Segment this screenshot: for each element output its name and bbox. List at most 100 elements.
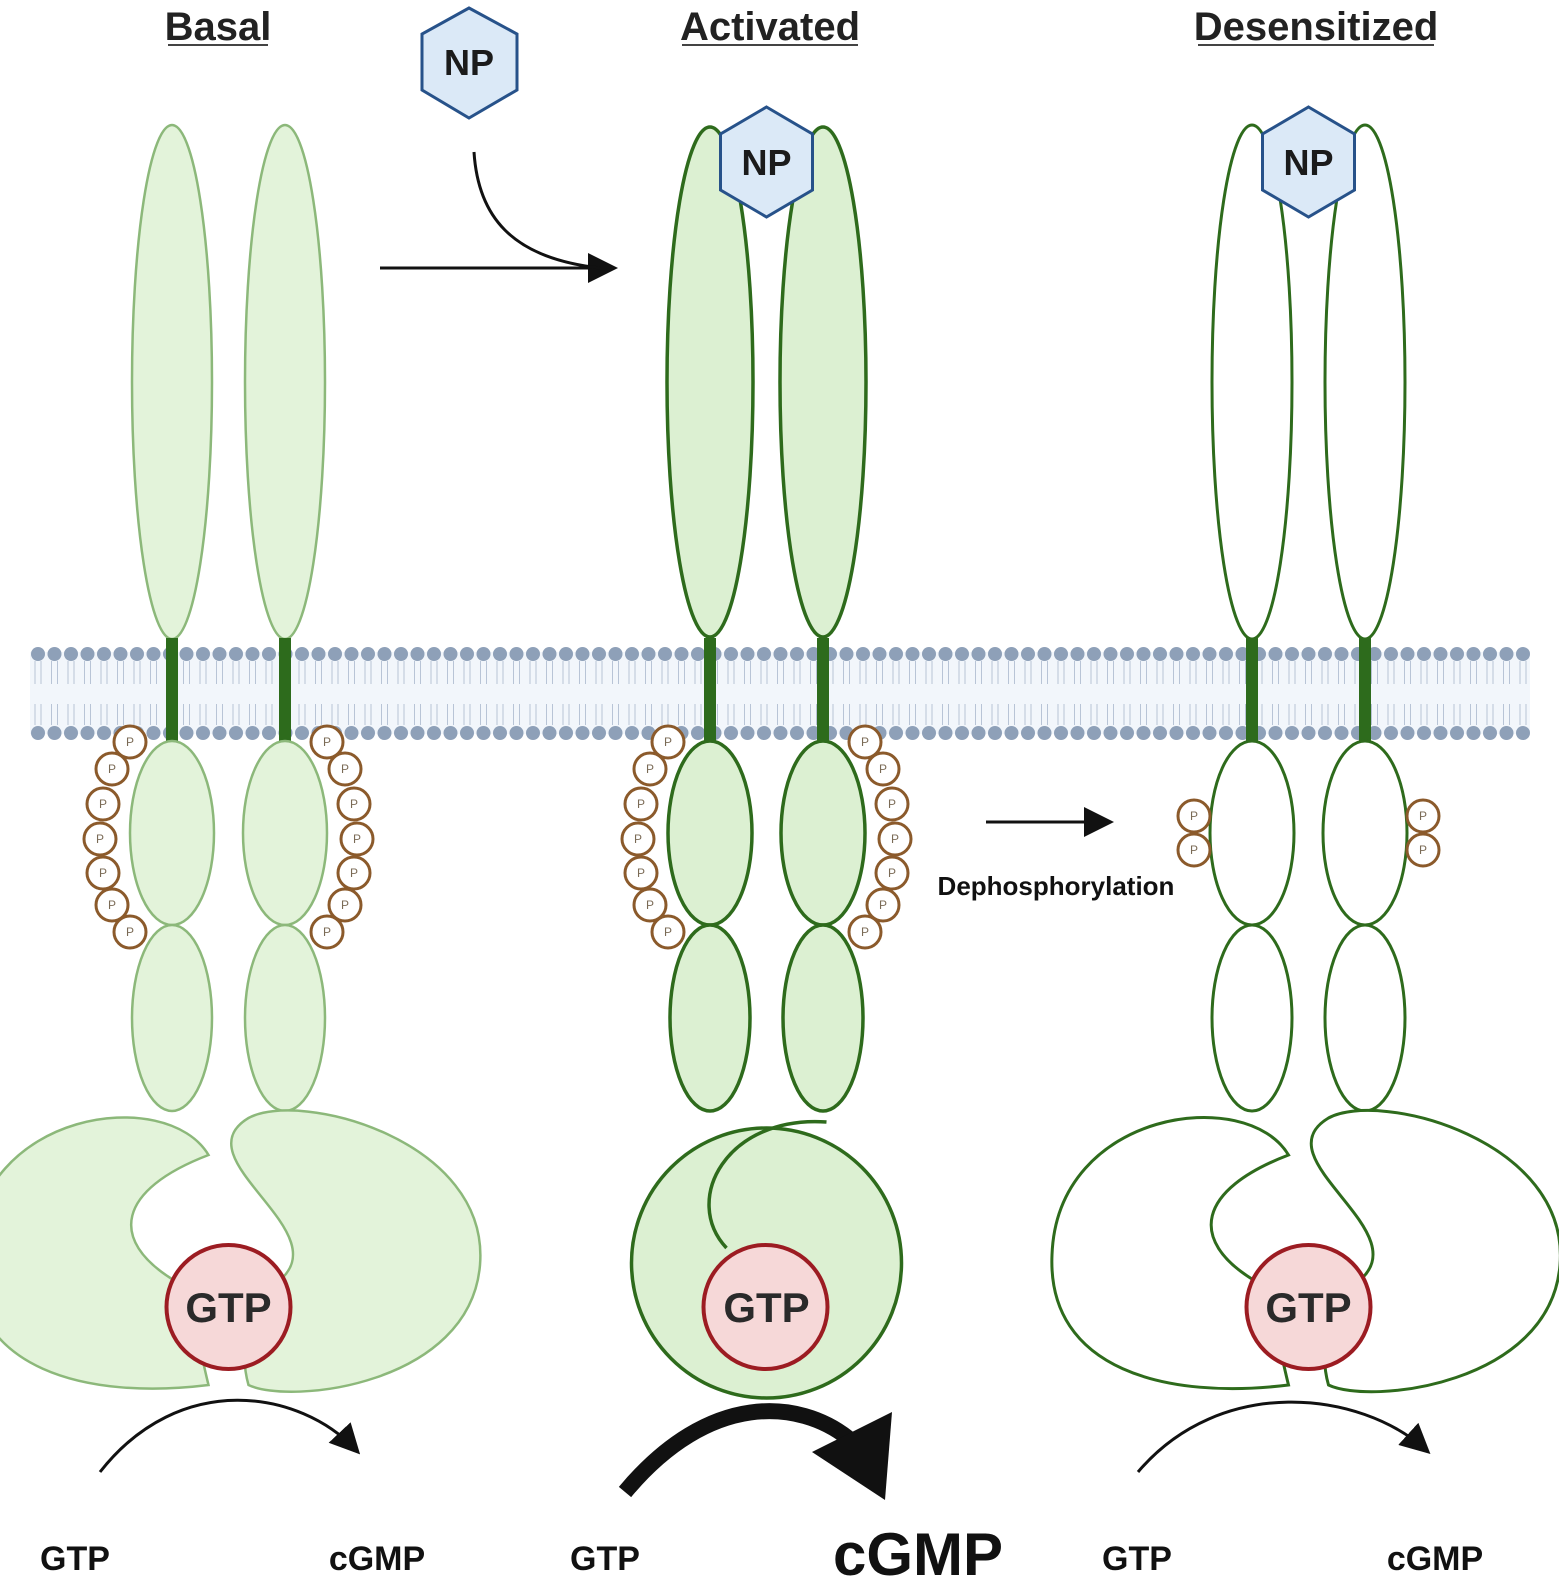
lipid-head-inner (1219, 726, 1233, 740)
lipid-head-outer (674, 647, 689, 661)
gtp-label: GTP (1265, 1284, 1351, 1331)
phospho-site-left-1 (112, 724, 148, 760)
gtp-label: GTP (723, 1284, 809, 1331)
phospho-site-left-7 (650, 914, 686, 950)
lipid-head-outer (889, 647, 903, 661)
lipid-head-outer (1516, 647, 1530, 661)
lipid-head-outer (1318, 647, 1332, 661)
transmembrane-helix-left (704, 638, 716, 742)
lipid-head-outer (955, 647, 969, 661)
lipid-head-inner (526, 726, 540, 740)
phospho-site-right-2 (327, 751, 363, 787)
catalytic-domain-right (1309, 1109, 1559, 1394)
lipid-head-outer (97, 647, 111, 661)
lipid-head-outer (328, 647, 342, 661)
basal-product: cGMP (329, 1540, 425, 1578)
extracellular-domain-right (778, 125, 868, 639)
lipid-head-inner (773, 726, 788, 740)
lipid-head-outer (625, 647, 639, 661)
extracellular-domain-left (130, 123, 214, 641)
lipid-head-inner (955, 726, 969, 740)
lipid-head-outer (1087, 647, 1101, 661)
ligand-binding-arrow (472, 151, 601, 270)
phospho-site-right-1 (847, 724, 883, 760)
activation-arrow (380, 151, 618, 283)
phospho-site-right-3-label: P (350, 797, 358, 811)
lipid-head-inner (443, 726, 458, 740)
phospho-site-right-5-label: P (888, 866, 896, 880)
lipid-head-outer (790, 647, 804, 661)
lipid-head-inner (1070, 726, 1085, 740)
transmembrane-helix-right (279, 638, 291, 742)
basal-substrate: GTP (40, 1540, 110, 1578)
activated-reaction-arrow (618, 1403, 853, 1498)
lipid-head-inner (361, 726, 375, 740)
phospho-site-left-2-label: P (108, 762, 116, 776)
lipid-head-outer (295, 647, 309, 661)
activated-substrate: GTP (570, 1540, 640, 1578)
lipid-head-outer (592, 647, 606, 661)
lipid-head-inner (559, 726, 573, 740)
lipid-head-inner (1516, 726, 1530, 740)
lipid-head-inner (31, 726, 45, 740)
lipid-head-inner (179, 726, 194, 740)
lipid-head-outer (641, 647, 656, 661)
lipid-head-outer (1483, 647, 1497, 661)
dimerization-domain-right (1323, 923, 1407, 1113)
kinase-homology-domain-left (128, 739, 216, 927)
lipid-head-inner (905, 726, 920, 740)
panel-titles: Basal Activated Desensitized (165, 5, 1439, 49)
lipid-head-outer (724, 647, 738, 661)
gtp-substrate (701, 1243, 830, 1371)
lipid-head-inner (196, 726, 210, 740)
phospho-site-left-2 (1176, 832, 1212, 868)
lipid-head-outer (1384, 647, 1398, 661)
lipid-head-inner (691, 726, 705, 740)
lipid-head-inner (1004, 726, 1019, 740)
lipid-head-outer (526, 647, 540, 661)
lipid-head-outer (1450, 647, 1464, 661)
phospho-site-right-1 (309, 724, 345, 760)
lipid-head-inner (476, 726, 491, 740)
lipid-head-inner (47, 726, 62, 740)
lipid-head-inner (80, 726, 95, 740)
cell-membrane (30, 647, 1530, 740)
lipid-head-outer (856, 647, 870, 661)
gtp-substrate (1244, 1243, 1373, 1371)
lipid-head-outer (1054, 647, 1068, 661)
lipid-head-inner (344, 726, 359, 740)
lipid-head-outer (361, 647, 375, 661)
desensitized-title: Desensitized (1194, 5, 1439, 49)
phospho-site-right-5-label: P (350, 866, 358, 880)
extracellular-domain-left (1210, 123, 1294, 641)
lipid-head-outer (1136, 647, 1151, 661)
np-hexagon (420, 6, 519, 120)
lipid-head-inner (1054, 726, 1068, 740)
lipid-head-outer (1433, 647, 1448, 661)
phospho-site-left-2-label: P (1190, 843, 1198, 857)
activated-reaction-arrowhead (812, 1412, 892, 1500)
lipid-head-inner (146, 726, 161, 740)
lipid-head-outer (493, 647, 507, 661)
phospho-site-right-3 (336, 786, 372, 822)
lipid-head-outer (1417, 647, 1431, 661)
lipid-head-inner (295, 726, 309, 740)
lipid-head-outer (179, 647, 194, 661)
kinase-homology-domain-right (1321, 739, 1409, 927)
phospho-site-left-1-label: P (126, 735, 134, 749)
kinase-homology-domain-right (241, 739, 329, 927)
lipid-head-inner (1103, 726, 1118, 740)
lipid-head-outer (47, 647, 62, 661)
lipid-head-inner (889, 726, 903, 740)
lipid-head-inner (229, 726, 243, 740)
phospho-site-right-2 (1405, 832, 1441, 868)
lipid-head-inner (394, 726, 408, 740)
lipid-head-outer (130, 647, 144, 661)
lipid-head-outer (839, 647, 854, 661)
lipid-head-inner (1483, 726, 1497, 740)
phospho-site-left-5 (85, 855, 121, 891)
desensitized-substrate: GTP (1102, 1540, 1172, 1578)
phospho-site-right-4 (339, 821, 375, 857)
